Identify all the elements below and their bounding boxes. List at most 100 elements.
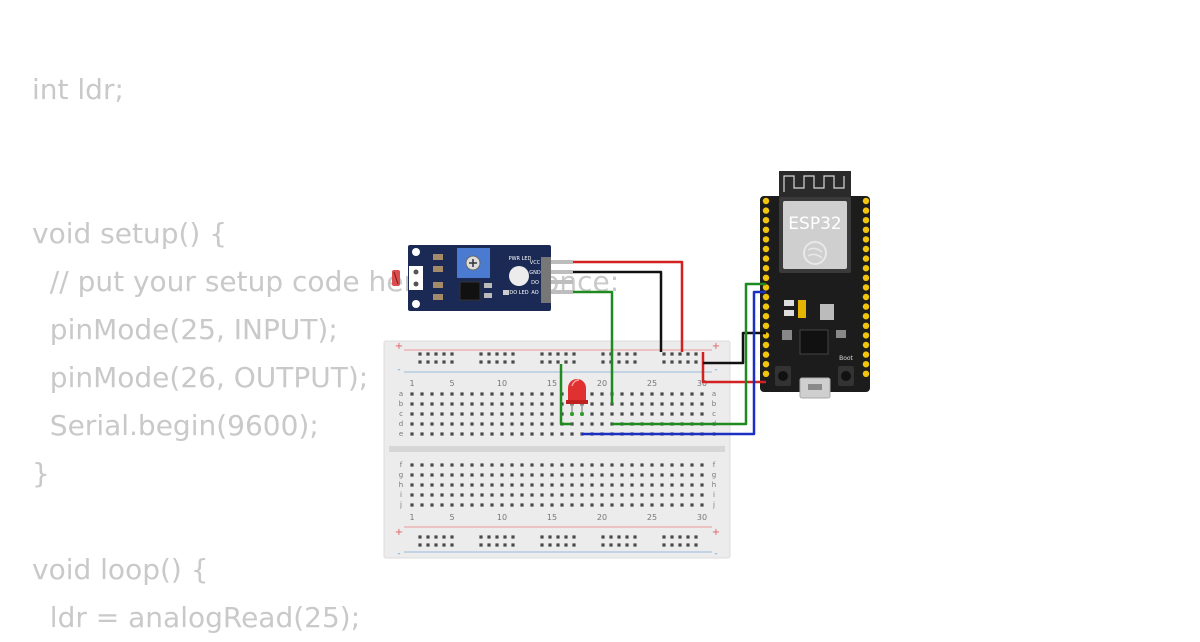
breadboard-hole[interactable]	[490, 473, 494, 477]
esp32-header-pin[interactable]	[762, 265, 770, 272]
breadboard-hole[interactable]	[700, 493, 704, 497]
breadboard-hole[interactable]	[700, 402, 704, 406]
pin-ao-lead[interactable]	[551, 290, 573, 294]
esp32-header-pin[interactable]	[762, 245, 770, 253]
breadboard-hole[interactable]	[490, 422, 494, 426]
breadboard-hole[interactable]	[640, 412, 644, 416]
breadboard-hole[interactable]	[670, 483, 674, 487]
breadboard-hole[interactable]	[680, 503, 684, 507]
breadboard-hole[interactable]	[570, 503, 574, 507]
breadboard-hole[interactable]	[520, 483, 524, 487]
rail-hole[interactable]	[601, 360, 605, 364]
breadboard-hole[interactable]	[500, 483, 504, 487]
breadboard-hole[interactable]	[420, 483, 424, 487]
rail-hole[interactable]	[556, 352, 560, 356]
rail-hole[interactable]	[495, 543, 499, 547]
breadboard-hole[interactable]	[440, 412, 444, 416]
rail-hole[interactable]	[511, 352, 515, 356]
breadboard-hole[interactable]	[600, 463, 604, 467]
breadboard-hole[interactable]	[510, 463, 514, 467]
wire-green-ao[interactable]	[573, 290, 614, 404]
breadboard-hole[interactable]	[590, 463, 594, 467]
breadboard-hole[interactable]	[690, 493, 694, 497]
esp32-header-pin[interactable]	[862, 217, 870, 224]
breadboard-hole[interactable]	[530, 432, 534, 436]
rail-hole[interactable]	[694, 535, 698, 539]
rail-hole[interactable]	[442, 535, 446, 539]
rail-hole[interactable]	[556, 535, 560, 539]
rail-hole[interactable]	[670, 360, 674, 364]
wire-green-led-gnd[interactable]	[559, 364, 572, 426]
rail-hole[interactable]	[418, 543, 422, 547]
esp32-header-pin[interactable]	[862, 197, 870, 205]
breadboard-hole[interactable]	[500, 493, 504, 497]
breadboard-hole[interactable]	[430, 493, 434, 497]
breadboard-hole[interactable]	[660, 483, 664, 487]
breadboard-hole[interactable]	[440, 463, 444, 467]
esp32-header-pin[interactable]	[862, 284, 870, 291]
breadboard-hole[interactable]	[620, 493, 624, 497]
breadboard-hole[interactable]	[530, 503, 534, 507]
breadboard-hole[interactable]	[520, 392, 524, 396]
breadboard-hole[interactable]	[600, 503, 604, 507]
rail-hole[interactable]	[601, 543, 605, 547]
rail-hole[interactable]	[625, 360, 629, 364]
breadboard-hole[interactable]	[590, 483, 594, 487]
rail-hole[interactable]	[564, 535, 568, 539]
breadboard-hole[interactable]	[430, 392, 434, 396]
esp32-header-pin[interactable]	[762, 217, 770, 224]
rail-hole[interactable]	[678, 352, 682, 356]
breadboard-hole[interactable]	[560, 493, 564, 497]
pin-vcc-lead[interactable]	[551, 260, 573, 264]
rail-hole[interactable]	[426, 360, 430, 364]
rail-hole[interactable]	[686, 352, 690, 356]
breadboard-hole[interactable]	[670, 503, 674, 507]
breadboard-hole[interactable]	[550, 412, 554, 416]
rail-hole[interactable]	[633, 360, 637, 364]
breadboard-hole[interactable]	[470, 503, 474, 507]
esp32-header-pin[interactable]	[762, 226, 770, 233]
breadboard-hole[interactable]	[680, 402, 684, 406]
breadboard-hole[interactable]	[440, 402, 444, 406]
rail-hole[interactable]	[686, 360, 690, 364]
breadboard-hole[interactable]	[540, 412, 544, 416]
breadboard-hole[interactable]	[590, 412, 594, 416]
esp32-header-pin[interactable]	[862, 351, 870, 358]
breadboard-hole[interactable]	[670, 392, 674, 396]
breadboard-hole[interactable]	[600, 473, 604, 477]
breadboard-hole[interactable]	[580, 503, 584, 507]
breadboard-hole[interactable]	[450, 402, 454, 406]
breadboard-holes[interactable]	[410, 352, 704, 547]
rail-hole[interactable]	[418, 535, 422, 539]
breadboard-hole[interactable]	[520, 432, 524, 436]
rail-hole[interactable]	[556, 543, 560, 547]
breadboard-hole[interactable]	[450, 412, 454, 416]
breadboard-hole[interactable]	[560, 463, 564, 467]
breadboard-hole[interactable]	[610, 412, 614, 416]
rail-hole[interactable]	[426, 352, 430, 356]
breadboard-hole[interactable]	[470, 392, 474, 396]
rail-hole[interactable]	[434, 360, 438, 364]
esp32-header-pin[interactable]	[762, 197, 770, 205]
breadboard-hole[interactable]	[480, 422, 484, 426]
breadboard-hole[interactable]	[540, 493, 544, 497]
esp32-header-pin[interactable]	[862, 293, 870, 301]
breadboard-hole[interactable]	[610, 483, 614, 487]
breadboard-hole[interactable]	[450, 503, 454, 507]
breadboard-hole[interactable]	[600, 402, 604, 406]
rail-hole[interactable]	[495, 360, 499, 364]
rail-hole[interactable]	[503, 352, 507, 356]
rail-hole[interactable]	[617, 360, 621, 364]
breadboard-hole[interactable]	[500, 473, 504, 477]
esp32-header-pin[interactable]	[762, 207, 770, 214]
rail-hole[interactable]	[434, 352, 438, 356]
breadboard-hole[interactable]	[430, 402, 434, 406]
breadboard-hole[interactable]	[560, 473, 564, 477]
rail-hole[interactable]	[479, 360, 483, 364]
breadboard-hole[interactable]	[540, 402, 544, 406]
rail-hole[interactable]	[487, 535, 491, 539]
breadboard-hole[interactable]	[640, 473, 644, 477]
breadboard-hole[interactable]	[690, 483, 694, 487]
breadboard-hole[interactable]	[620, 412, 624, 416]
rail-hole[interactable]	[548, 352, 552, 356]
